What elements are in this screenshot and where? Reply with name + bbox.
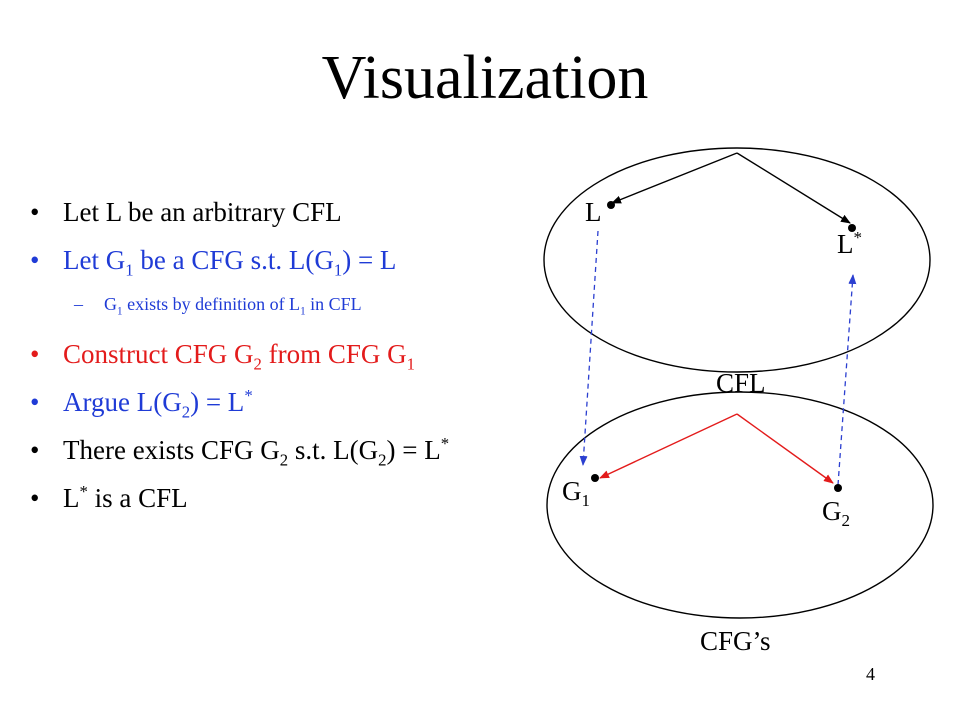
red-arrow-to-G1 bbox=[599, 413, 738, 479]
arrow-to-Lstar bbox=[736, 152, 851, 224]
bullet-1-text: Let L be an arbitrary CFL bbox=[63, 197, 342, 227]
node-G1-dot bbox=[591, 474, 599, 482]
bullet-list: • Let L be an arbitrary CFL • Let G1 be … bbox=[30, 196, 550, 530]
bullet-marker: • bbox=[30, 245, 40, 275]
cfl-set-label: CFL bbox=[716, 368, 766, 398]
node-Lstar-label: L* bbox=[837, 228, 862, 259]
sub-bullet-1-text: G1 exists by definition of L1 in CFL bbox=[104, 294, 362, 318]
bullet-3: • Construct CFG G2 from CFG G1 bbox=[30, 338, 550, 386]
dashed-arrow-G2-to-Lstar bbox=[837, 274, 857, 486]
arrow-to-L bbox=[611, 152, 738, 204]
bullet-5-text: There exists CFG G2 s.t. L(G2) = L* bbox=[63, 434, 450, 470]
node-G2-label: G2 bbox=[822, 496, 850, 530]
bullet-marker: • bbox=[30, 197, 40, 227]
node-L-label: L bbox=[585, 197, 602, 227]
node-Lstar-dot bbox=[848, 224, 856, 232]
node-G1-label: G1 bbox=[562, 476, 590, 510]
bullet-4: • Argue L(G2) = L* bbox=[30, 386, 550, 434]
node-L-dot bbox=[607, 201, 615, 209]
sub-bullet-marker: – bbox=[74, 294, 83, 314]
bullet-2: • Let G1 be a CFG s.t. L(G1) = L bbox=[30, 244, 550, 292]
bullet-marker: • bbox=[30, 339, 40, 369]
slide-title: Visualization bbox=[321, 44, 649, 112]
bullet-marker: • bbox=[30, 435, 40, 465]
bullet-6-text: L* is a CFL bbox=[63, 482, 188, 513]
bullet-2-text: Let G1 be a CFG s.t. L(G1) = L bbox=[63, 245, 397, 280]
cfg-set-label: CFG’s bbox=[700, 626, 771, 656]
sub-bullet-1: – G1 exists by definition of L1 in CFL bbox=[30, 292, 550, 338]
page-number: 4 bbox=[866, 664, 875, 684]
bullet-3-text: Construct CFG G2 from CFG G1 bbox=[63, 339, 416, 374]
bullet-marker: • bbox=[30, 483, 40, 513]
bullet-marker: • bbox=[30, 387, 40, 417]
cfl-set-ellipse bbox=[543, 147, 931, 373]
red-arrow-to-G2 bbox=[736, 413, 834, 484]
bullet-1: • Let L be an arbitrary CFL bbox=[30, 196, 550, 244]
dashed-arrow-L-to-G1 bbox=[579, 230, 599, 466]
bullet-6: • L* is a CFL bbox=[30, 482, 550, 530]
bullet-5: • There exists CFG G2 s.t. L(G2) = L* bbox=[30, 434, 550, 482]
cfg-set-ellipse bbox=[546, 391, 934, 619]
bullet-4-text: Argue L(G2) = L* bbox=[63, 386, 253, 422]
node-G2-dot bbox=[834, 484, 842, 492]
